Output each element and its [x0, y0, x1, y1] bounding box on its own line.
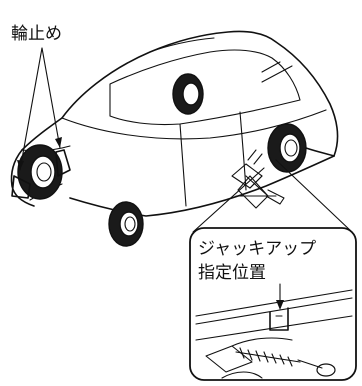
jack-point-label-line2: 指定位置: [198, 263, 266, 283]
jack-point-leader-lines: [192, 159, 353, 233]
rear-right-wheel: [172, 73, 204, 115]
wheel-chock-rear: [55, 149, 71, 177]
wheel-chock-front: [11, 175, 31, 199]
wheel-chock-leader-lines: [17, 47, 62, 171]
scissor-jack: [231, 149, 285, 209]
jack-point-label-line1: ジャッキアップ: [198, 239, 316, 259]
wheel-chock-label: 輪止め: [11, 24, 62, 44]
jack-point-pointer: [276, 283, 284, 310]
front-right-wheel: [108, 201, 144, 247]
rear-left-wheel: [267, 123, 307, 173]
zoom-callout: [189, 227, 357, 381]
